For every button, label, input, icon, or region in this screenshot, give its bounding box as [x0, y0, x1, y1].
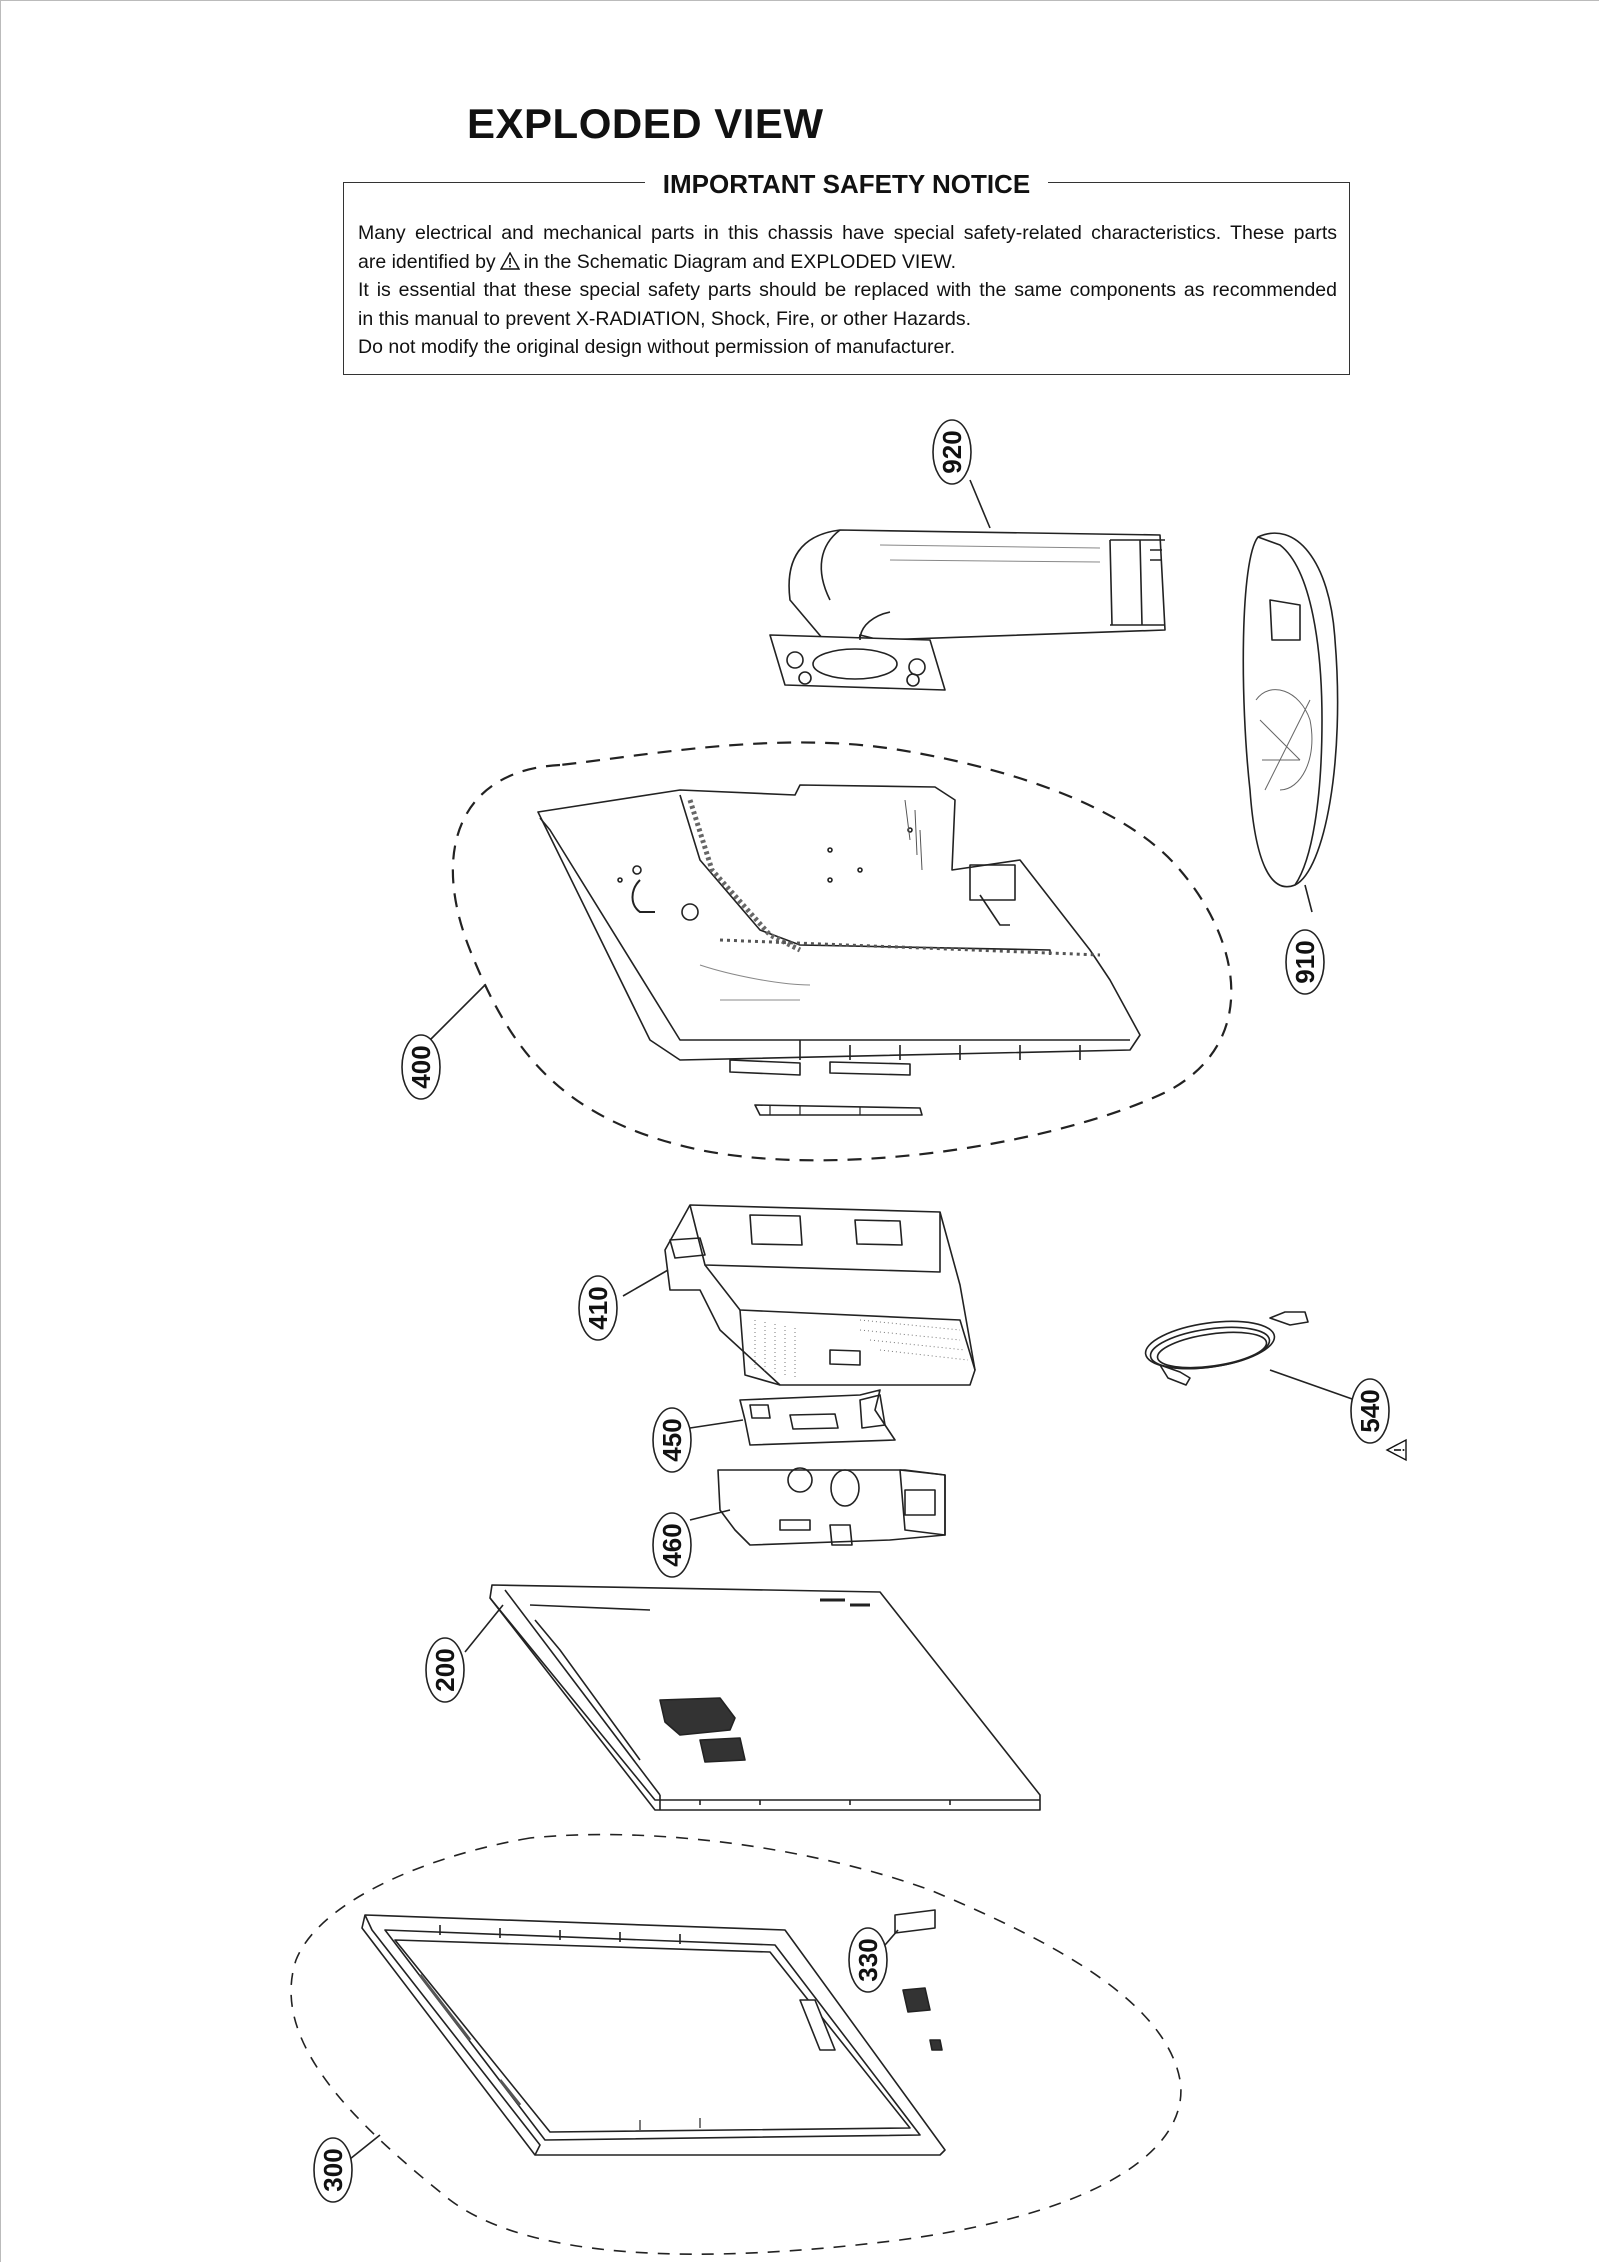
part-540-power-cord	[1144, 1311, 1309, 1386]
safety-notice-box: IMPORTANT SAFETY NOTICE Many electrical …	[343, 169, 1350, 375]
safety-notice-heading: IMPORTANT SAFETY NOTICE	[644, 169, 1049, 199]
safety-notice-body: Many electrical and mechanical parts in …	[358, 219, 1337, 362]
notice-line-2: are identified by in the Schematic Diagra…	[358, 248, 1337, 277]
label-460: 460	[657, 1523, 687, 1566]
callout-920: 920	[932, 419, 972, 485]
notice-line-2-end: in the Schematic Diagram and EXPLODED VI…	[523, 250, 957, 273]
notice-line-3: It is essential that these special safet…	[358, 279, 1337, 301]
callout-540: 540	[1350, 1378, 1390, 1444]
callout-400: 400	[401, 1034, 441, 1100]
warning-triangle-icon	[1385, 1438, 1407, 1462]
notice-line-5: Do not modify the original design withou…	[358, 336, 956, 358]
notice-line-2-start: are identified by	[358, 250, 496, 273]
notice-line-4: in this manual to prevent X-RADIATION, S…	[358, 307, 972, 330]
callout-300: 300	[313, 2137, 353, 2203]
part-330-button-bracket	[894, 1909, 943, 2051]
label-910: 910	[1290, 940, 1320, 983]
part-450-board	[739, 1389, 896, 1446]
callout-450: 450	[652, 1407, 692, 1473]
page-title: EXPLODED VIEW	[467, 100, 824, 147]
warning-triangle-icon	[499, 251, 520, 270]
callout-460: 460	[652, 1512, 692, 1578]
label-450: 450	[657, 1418, 687, 1461]
part-410-shield	[664, 1204, 976, 1386]
label-400: 400	[406, 1045, 436, 1088]
group-300-dashed-outline	[290, 1833, 1182, 2255]
part-460-power-board	[717, 1467, 946, 1546]
part-300-front-bezel	[361, 1914, 946, 2156]
label-200: 200	[430, 1648, 460, 1691]
label-300: 300	[318, 2148, 348, 2191]
part-400-back-cover	[537, 784, 1141, 1116]
part-920-stand-arm	[769, 529, 1166, 691]
label-410: 410	[583, 1286, 613, 1329]
group-400-dashed-outline	[451, 741, 1233, 1162]
label-330: 330	[853, 1938, 883, 1981]
callout-910: 910	[1285, 929, 1325, 995]
part-910-base	[1242, 532, 1339, 888]
part-200-lcd-panel	[489, 1584, 1041, 1811]
callout-330: 330	[848, 1927, 888, 1993]
safety-notice-heading-wrap: IMPORTANT SAFETY NOTICE	[344, 169, 1349, 200]
leader-lines	[344, 479, 1356, 2164]
callout-410: 410	[578, 1275, 618, 1341]
label-540: 540	[1355, 1389, 1385, 1432]
label-920: 920	[937, 430, 967, 473]
notice-line-1: Many electrical and mechanical parts in …	[358, 222, 1337, 244]
callout-200: 200	[425, 1637, 465, 1703]
